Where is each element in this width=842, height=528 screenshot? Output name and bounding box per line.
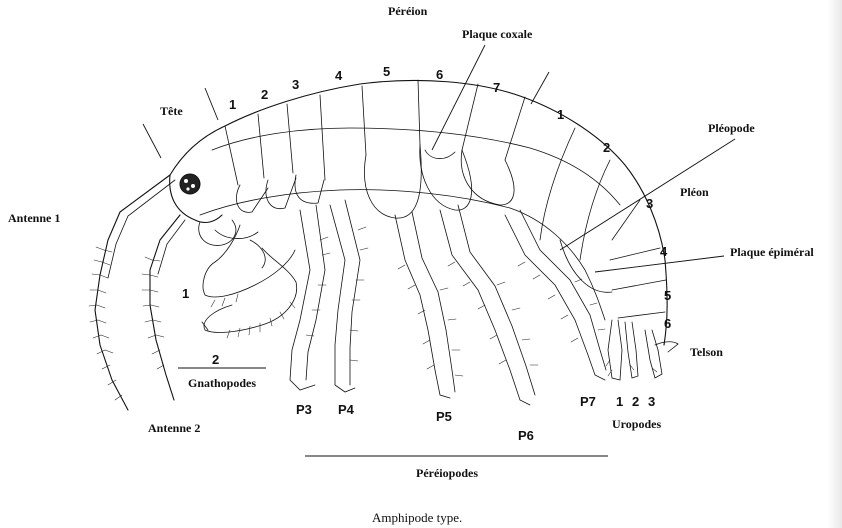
pleon-segment-number: 5: [664, 288, 671, 303]
label-gnathopodes: Gnathopodes: [188, 376, 256, 390]
label-p5: P5: [436, 409, 452, 424]
pereion-segment-number: 6: [436, 67, 443, 82]
pleon-segment-number: 3: [646, 196, 653, 211]
label-gnathopode-1: 1: [182, 286, 189, 301]
pereion-segment-number: 1: [229, 97, 236, 112]
gnathopods: [202, 225, 297, 338]
pereion-segment-number: 5: [383, 64, 390, 79]
labels: Péréion Plaque coxale Tête Pléopode Pléo…: [8, 4, 814, 480]
label-uropode-1: 1: [616, 394, 623, 409]
label-gnathopode-2: 2: [212, 352, 219, 367]
label-p4: P4: [338, 402, 355, 417]
label-p3: P3: [296, 402, 312, 417]
label-plaque-epimeral: Plaque épiméral: [730, 245, 814, 259]
label-plaque-coxale: Plaque coxale: [462, 27, 533, 41]
pereion-segment-number: 7: [493, 80, 500, 95]
label-uropode-2: 2: [632, 394, 639, 409]
label-pleon: Pléon: [680, 185, 709, 199]
pereiopods: [290, 200, 606, 405]
label-antenne-2: Antenne 2: [148, 421, 200, 435]
pleon-segment-number: 4: [660, 244, 668, 259]
label-pereiopodes: Péréiopodes: [416, 466, 478, 480]
pereion-segment-number: 4: [335, 68, 343, 83]
amphipod-body: [170, 80, 667, 345]
pleon-segment-number: 2: [603, 140, 610, 155]
figure-caption: Amphipode type.: [372, 510, 462, 525]
label-p6: P6: [518, 428, 534, 443]
label-tete: Tête: [160, 104, 183, 118]
antennae: [89, 175, 185, 410]
pereion-segment-numbers: 1 2 3 4 5 6 7: [229, 64, 500, 112]
label-p7: P7: [580, 394, 596, 409]
label-uropode-3: 3: [648, 394, 655, 409]
pleon-segment-number: 1: [557, 107, 564, 122]
pereion-segment-number: 2: [261, 87, 268, 102]
label-telson: Telson: [690, 345, 723, 359]
label-pereion: Péréion: [388, 4, 428, 18]
pleon-segment-number: 6: [664, 316, 671, 331]
scan-edge: [828, 0, 842, 528]
label-pleopode: Pléopode: [708, 121, 755, 135]
label-uropodes: Uropodes: [612, 417, 661, 431]
pereion-segment-number: 3: [292, 77, 299, 92]
label-antenne-1: Antenne 1: [8, 211, 60, 225]
